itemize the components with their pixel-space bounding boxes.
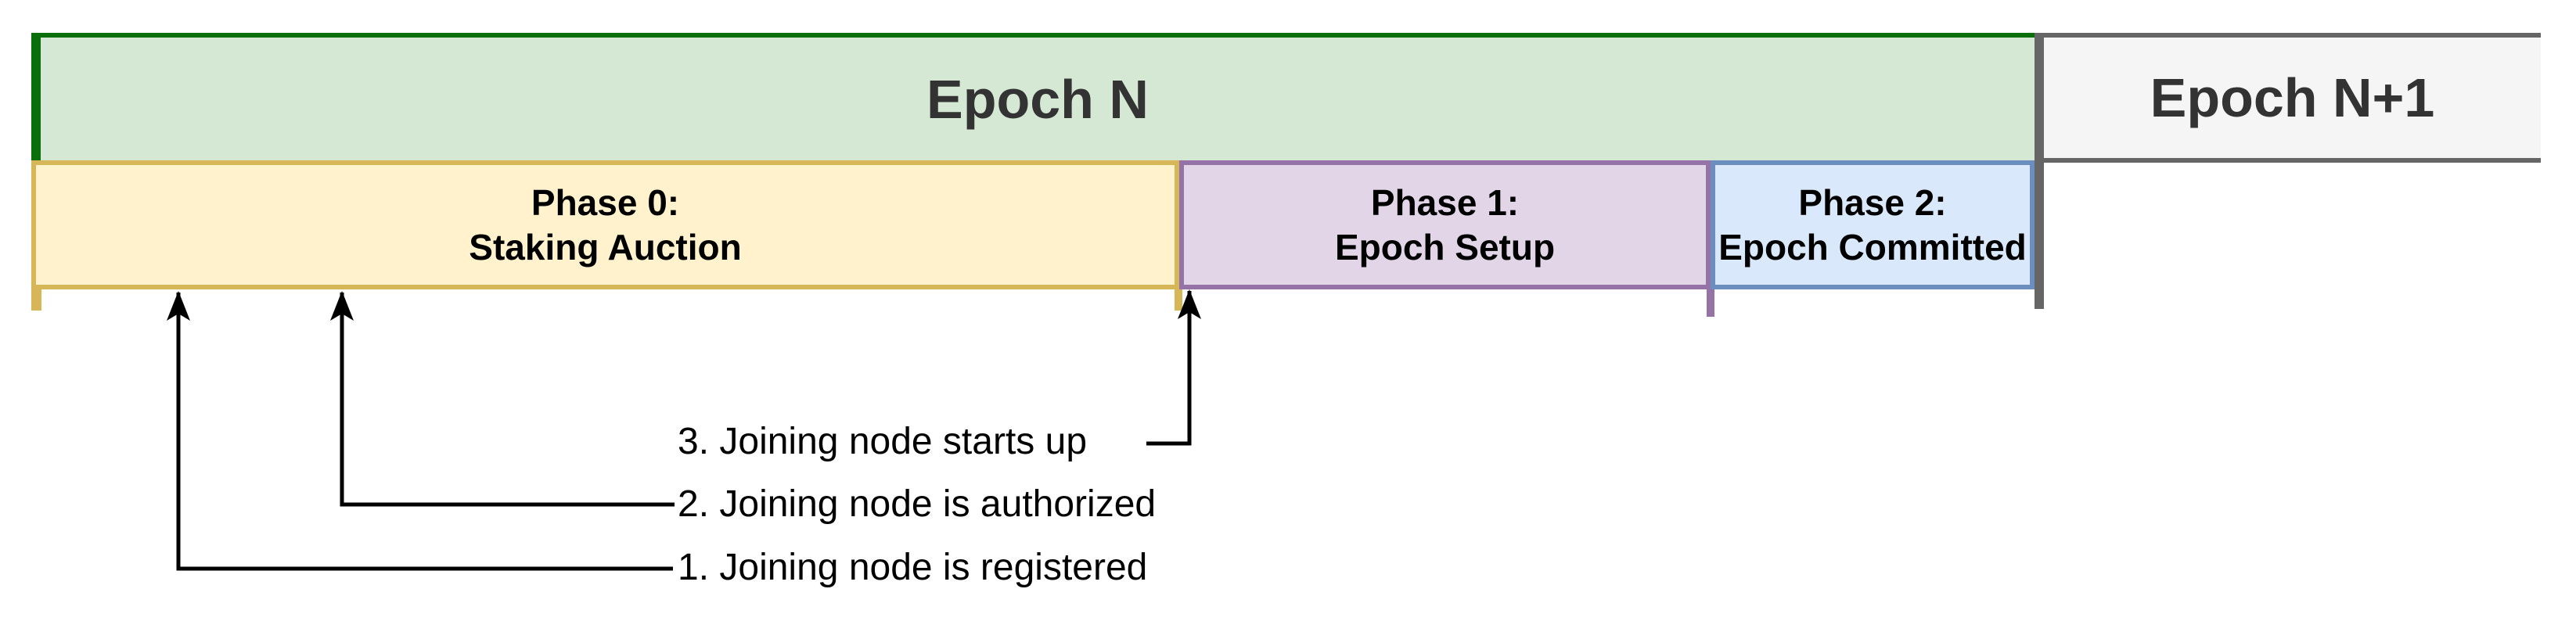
arrow-3-starts-up xyxy=(1146,289,1201,446)
arrow-1-registered xyxy=(167,291,673,571)
phase-0-staking-auction-bar: Phase 0: Staking Auction xyxy=(31,160,1179,289)
phase-1-phase-2-boundary-tick xyxy=(1707,289,1714,317)
epoch-boundary-divider xyxy=(2035,33,2044,309)
annotation-label-3: 3. Joining node starts up xyxy=(678,420,1088,462)
epoch-n-plus-1-bar: Epoch N+1 xyxy=(2044,33,2541,163)
phase-1-epoch-setup-bar: Phase 1: Epoch Setup xyxy=(1179,160,1711,289)
phase-0-subtitle: Staking Auction xyxy=(469,226,742,268)
annotation-label-1: 1. Joining node is registered xyxy=(678,546,1148,588)
epoch-n-plus-1-label: Epoch N+1 xyxy=(2150,67,2435,128)
phase-0-phase-1-boundary-tick xyxy=(1175,289,1182,311)
phase-2-epoch-committed-bar: Phase 2: Epoch Committed xyxy=(1711,160,2035,289)
phase-1-title: Phase 1: xyxy=(1370,181,1520,223)
phase-1-subtitle: Epoch Setup xyxy=(1334,226,1556,268)
phase-2-title: Phase 2: xyxy=(1798,181,1947,223)
annotation-label-2: 2. Joining node is authorized xyxy=(678,483,1157,525)
phase-0-start-tick xyxy=(31,289,41,311)
phase-0-title: Phase 0: xyxy=(531,181,680,223)
epoch-n-label: Epoch N xyxy=(926,68,1149,130)
arrow-2-authorized xyxy=(330,291,675,507)
phase-2-subtitle: Epoch Committed xyxy=(1718,226,2027,268)
epoch-n-bar: Epoch N xyxy=(31,33,2035,160)
